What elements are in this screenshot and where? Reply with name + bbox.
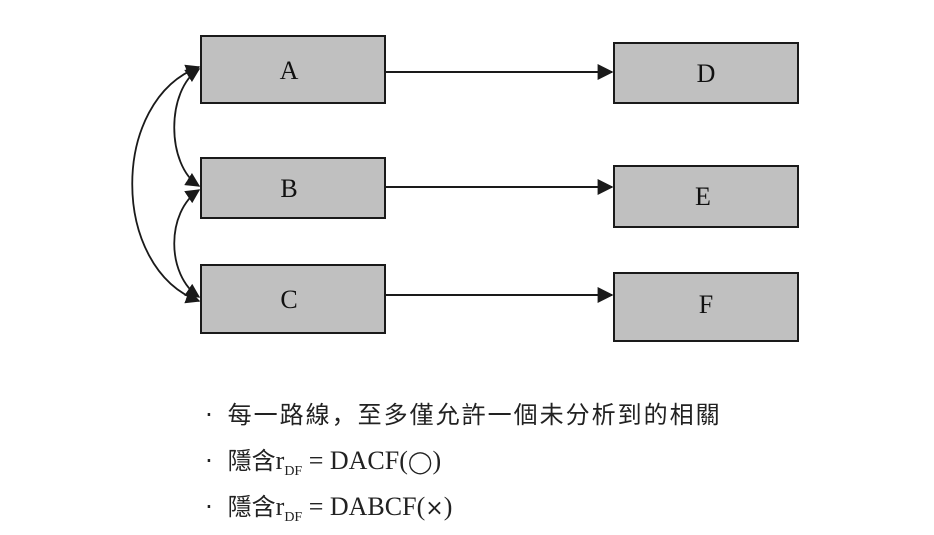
bullet: · xyxy=(205,401,213,429)
expression-text: = DACF( xyxy=(302,446,408,475)
rule-text: 每一路線，至多僅允許一個未分析到的相關 xyxy=(227,401,722,429)
node-f: F xyxy=(613,272,799,342)
implied-prefix: 隱含 xyxy=(227,447,276,475)
r-subscript: DF xyxy=(284,464,303,479)
node-b: B xyxy=(200,157,386,219)
node-b-label: B xyxy=(280,174,297,203)
node-f-label: F xyxy=(699,290,713,319)
close-paren: ) xyxy=(443,492,453,521)
node-e: E xyxy=(613,165,799,228)
correlation-a-c xyxy=(131,64,201,304)
node-a: A xyxy=(200,35,386,104)
notes: · 每一路線，至多僅允許一個未分析到的相關 · 隱含rDF = DACF(◯) … xyxy=(198,392,898,530)
implied-prefix: 隱含 xyxy=(227,493,276,521)
valid-mark-circle: ◯ xyxy=(407,450,433,475)
correlation-a-b xyxy=(173,68,201,187)
node-a-label: A xyxy=(280,56,299,85)
r-symbol: r xyxy=(275,492,285,521)
invalid-mark-cross: × xyxy=(425,496,444,521)
r-subscript: DF xyxy=(284,510,303,525)
r-symbol: r xyxy=(275,446,285,475)
note-implied-dacf: · 隱含rDF = DACF(◯) xyxy=(198,438,898,484)
bullet: · xyxy=(205,493,213,521)
node-c: C xyxy=(200,264,386,334)
correlation-b-c xyxy=(173,189,201,298)
note-implied-dabcf: · 隱含rDF = DABCF(×) xyxy=(198,484,898,530)
expression-text: = DABCF( xyxy=(302,492,426,521)
node-d-label: D xyxy=(697,59,716,88)
node-e-label: E xyxy=(695,182,711,211)
node-d: D xyxy=(613,42,799,104)
note-rule: · 每一路線，至多僅允許一個未分析到的相關 xyxy=(198,392,898,438)
close-paren: ) xyxy=(432,446,442,475)
node-c-label: C xyxy=(280,285,297,314)
bullet: · xyxy=(205,447,213,475)
